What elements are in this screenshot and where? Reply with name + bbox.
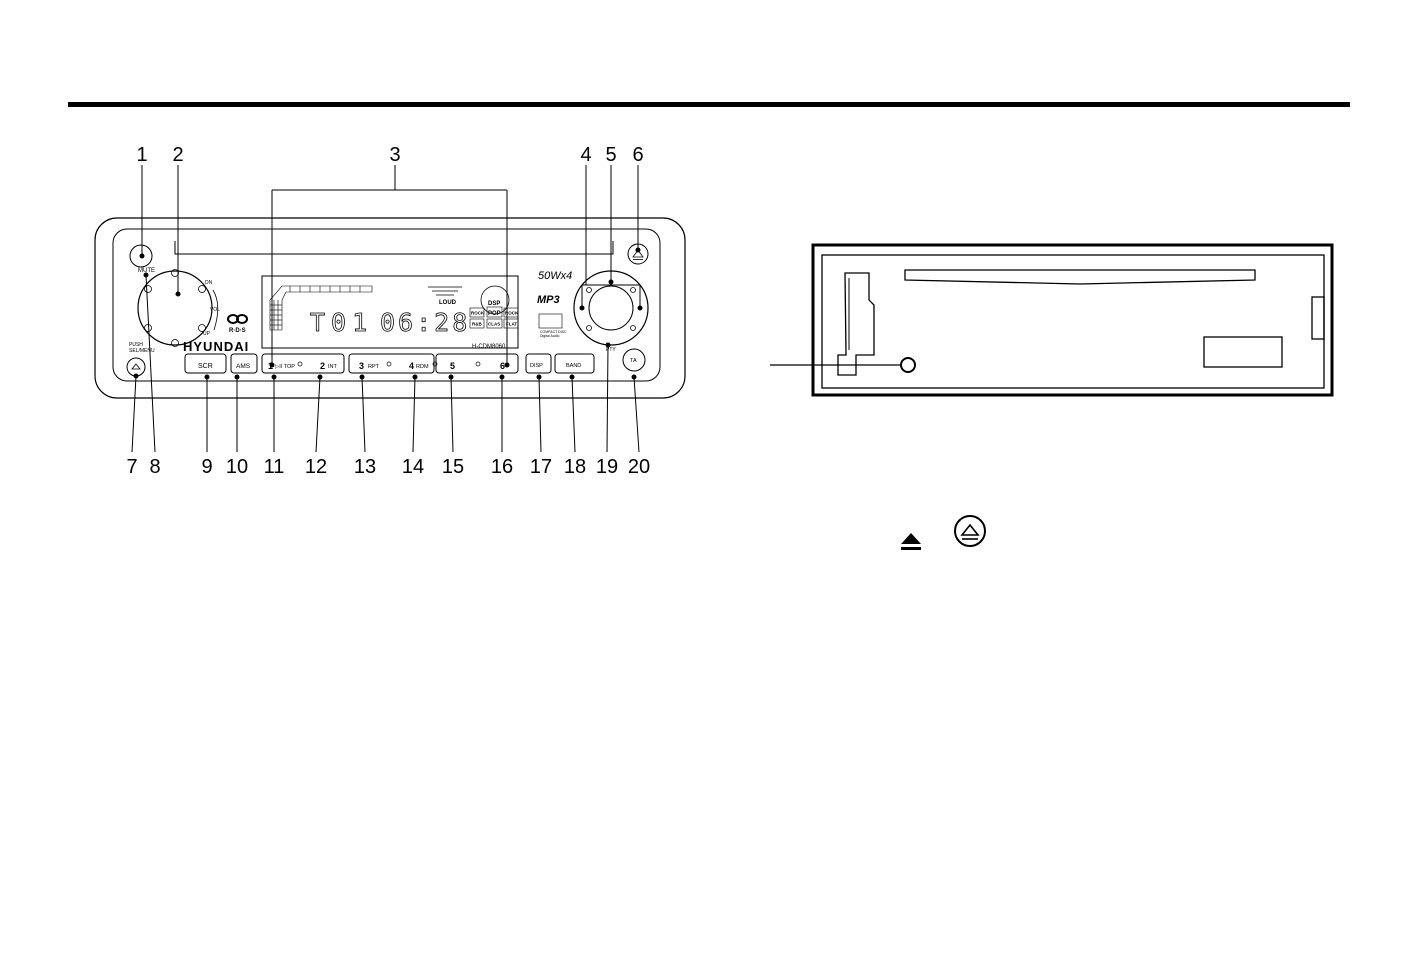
brand-logo: HYUNDAI (183, 339, 249, 354)
lcd-loud: LOUD (439, 300, 457, 306)
eq-label: R&B (472, 322, 482, 327)
ams-label: AMS (236, 363, 251, 370)
eq-label: ROCK (505, 311, 519, 316)
cd-logo-icon (227, 314, 248, 324)
chassis-reset-hole (900, 357, 916, 373)
tuning-dial[interactable] (573, 270, 649, 346)
preset-5-6-group[interactable] (435, 353, 519, 374)
scr-label: SCR (198, 363, 213, 370)
mute-label: MUTE (138, 268, 155, 274)
preset-6-label: 6 (500, 361, 505, 371)
callout-10: 10 (225, 456, 249, 478)
lcd-loud-icon (428, 286, 462, 296)
dn-label: DN (205, 280, 213, 286)
chassis-cd-slot (904, 269, 1256, 285)
chassis-label-plate (1203, 336, 1283, 368)
callout-6: 6 (632, 144, 644, 166)
callout-2: 2 (172, 144, 184, 166)
eq-label: FLAT (506, 322, 517, 327)
faceplate (112, 228, 661, 382)
preset-3-label: 3 (359, 361, 364, 371)
model-label: H-CDM8060 (472, 344, 506, 350)
callout-4: 4 (580, 144, 592, 166)
chassis-inner (821, 254, 1325, 389)
ta-label: TA (630, 358, 637, 364)
band-label: BAND (566, 363, 581, 369)
lcd-dsp: DSP (488, 301, 500, 307)
pty-label: PTY (606, 347, 616, 353)
callout-11: 11 (263, 456, 285, 478)
callout-13: 13 (353, 456, 377, 478)
chassis-bracket (837, 272, 875, 376)
eject-icon (901, 533, 921, 550)
callout-1: 1 (136, 144, 148, 166)
mp3-logo: MP3 (537, 294, 560, 306)
compact-disc-logo (538, 313, 563, 329)
callout-5: 5 (605, 144, 617, 166)
preset-4-sub: RDM (416, 364, 429, 370)
disp-button[interactable] (525, 353, 552, 374)
volume-arc (212, 289, 219, 331)
ams-button[interactable] (230, 353, 258, 374)
sel-menu-label: SEL/MENU (129, 348, 155, 354)
leader-lines-bottom (131, 272, 640, 453)
callout-14: 14 (401, 456, 425, 478)
eq-label: POP (488, 311, 501, 317)
preset-4-label: 4 (409, 361, 414, 371)
up-label: UP (203, 331, 211, 337)
eq-mode-grid: ROCK POP ROCK R&B CLAS FLAT (469, 306, 519, 329)
push-label: PUSH (129, 342, 143, 348)
rds-label: R·D·S (229, 328, 246, 334)
callout-16: 16 (490, 456, 514, 478)
preset-1-sub: ▷II TOP (275, 364, 295, 370)
callout-8: 8 (149, 456, 161, 478)
preset-5-label: 5 (450, 361, 455, 371)
callout-3: 3 (389, 144, 401, 166)
cd-slot (174, 241, 614, 255)
chassis-side-tab (1311, 296, 1325, 340)
eject-button[interactable] (627, 243, 649, 265)
eq-label: ROCK (471, 311, 485, 316)
volume-knob[interactable] (137, 269, 213, 347)
chassis-outer (811, 243, 1334, 397)
callout-12: 12 (304, 456, 328, 478)
power-label: 50Wx4 (538, 270, 572, 282)
preset-3-4-group[interactable] (348, 353, 435, 374)
housing-outer (94, 217, 686, 399)
callout-17: 17 (529, 456, 553, 478)
callout-9: 9 (201, 456, 213, 478)
compact-disc-label: COMPACT DISC (540, 330, 567, 334)
disp-label: DISP (530, 363, 543, 369)
callout-15: 15 (441, 456, 465, 478)
callout-7: 7 (126, 456, 138, 478)
eq-label: CLAS (488, 322, 500, 327)
lcd-level-graph (269, 285, 373, 331)
scr-button[interactable] (184, 353, 227, 374)
callout-18: 18 (563, 456, 587, 478)
eject-circle-icon (954, 515, 986, 547)
header-rule (68, 102, 1350, 107)
digital-audio-label: Digital Audio (540, 334, 560, 338)
preset-3-sub: RPT (368, 364, 380, 370)
lcd-time: 06:28 (380, 308, 470, 337)
preset-1-2-group[interactable] (261, 353, 345, 374)
chassis-diagram (770, 243, 1334, 397)
button-row (184, 353, 595, 374)
lcd-track: T01 (310, 308, 373, 337)
preset-2-sub: INT (328, 364, 338, 370)
mute-button[interactable] (129, 244, 153, 268)
release-button-icon[interactable] (126, 357, 146, 377)
preset-1-label: 1 (268, 361, 273, 371)
lcd-dsp-arc (480, 285, 510, 315)
ta-button[interactable] (622, 348, 646, 372)
vol-label: VOL (210, 307, 220, 313)
callout-20: 20 (627, 456, 651, 478)
callout-19: 19 (595, 456, 619, 478)
band-button[interactable] (554, 353, 595, 374)
preset-2-label: 2 (320, 361, 325, 371)
